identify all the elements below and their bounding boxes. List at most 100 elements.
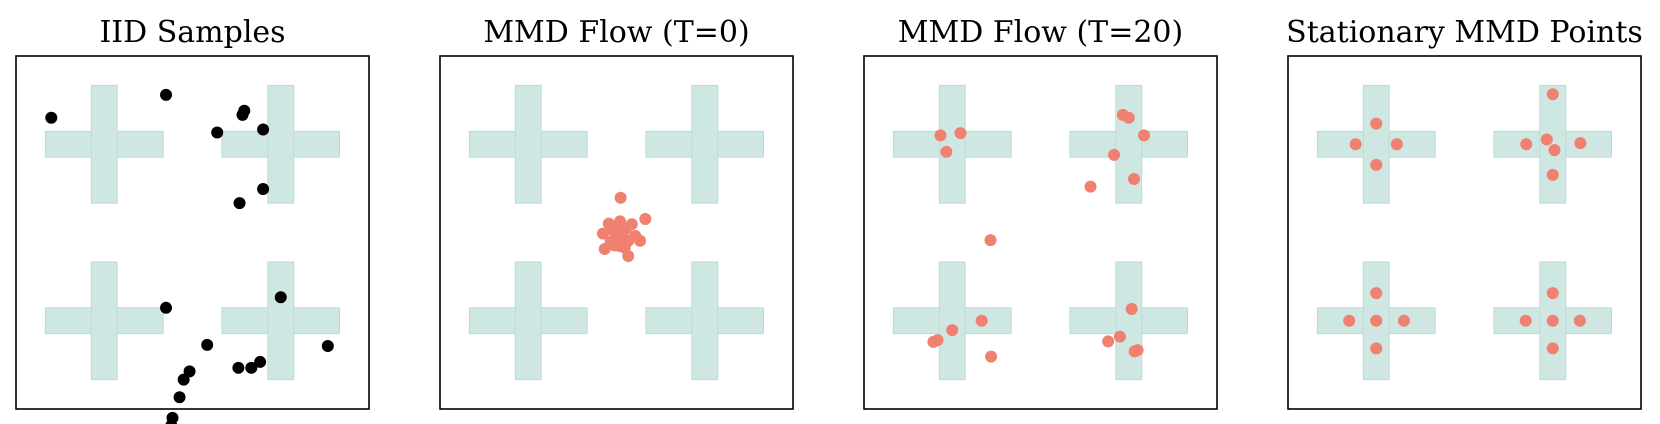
scatter-point	[1370, 342, 1383, 355]
cross-center	[1364, 132, 1389, 157]
scatter-point	[274, 291, 287, 304]
scatter-point	[245, 361, 258, 374]
scatter-point	[45, 111, 58, 124]
scatter-point	[1390, 138, 1403, 151]
scatter-point	[985, 350, 998, 363]
cross-shape	[1069, 84, 1189, 204]
scatter-point	[598, 242, 611, 255]
scatter-point	[1108, 148, 1121, 161]
scatter-point	[1370, 287, 1383, 300]
scatter-point	[257, 182, 270, 195]
scatter-point	[1349, 138, 1362, 151]
cross-shape	[645, 261, 765, 381]
panel-title: IID Samples	[99, 15, 285, 50]
cross-center	[516, 308, 541, 333]
scatter-point	[1113, 330, 1126, 343]
cross-center	[268, 308, 293, 333]
panel-4: Stationary MMD Points	[1286, 15, 1643, 410]
scatter-point	[1128, 172, 1141, 185]
scatter-point	[1343, 314, 1356, 327]
scatter-point	[1519, 314, 1532, 327]
cross-center	[1116, 132, 1141, 157]
cross-shape	[645, 84, 765, 204]
scatter-point	[1084, 180, 1097, 193]
cross-center	[940, 308, 965, 333]
scatter-point	[160, 301, 173, 314]
panel-title: Stationary MMD Points	[1286, 15, 1643, 50]
panel-frame	[15, 55, 370, 410]
scatter-point	[165, 419, 178, 424]
cross-center	[92, 308, 117, 333]
scatter-point	[975, 314, 988, 327]
scatter-point	[1548, 144, 1561, 157]
scatter-point	[257, 123, 270, 136]
panel-title: MMD Flow (T=20)	[898, 15, 1183, 50]
scatter-point	[1546, 287, 1559, 300]
scatter-point	[1125, 302, 1138, 315]
scatter-point	[614, 191, 627, 204]
scatter-point	[1370, 117, 1383, 130]
scatter-point	[940, 145, 953, 158]
cross-center	[1116, 308, 1141, 333]
panel-2: MMD Flow (T=0)	[439, 15, 794, 410]
scatter-point	[596, 227, 609, 240]
scatter-point	[201, 338, 214, 351]
scatter-point	[160, 88, 173, 101]
cross-shape	[468, 84, 588, 204]
panels-group: IID Samples MMD Flow (T=0) MMD Flow (T=20)…	[15, 15, 1643, 424]
cross-center	[692, 308, 717, 333]
panel-frame	[863, 55, 1218, 410]
scatter-point	[984, 234, 997, 247]
cross-shape	[1493, 84, 1613, 204]
cross-center	[268, 132, 293, 157]
scatter-point	[1546, 314, 1559, 327]
scatter-point	[254, 355, 267, 368]
scatter-point	[1128, 345, 1141, 358]
scatter-point	[622, 250, 635, 263]
scatter-point	[1122, 111, 1135, 124]
scatter-point	[173, 391, 186, 404]
cross-shape	[1316, 84, 1436, 204]
scatter-point	[1370, 158, 1383, 171]
scatter-point	[1546, 168, 1559, 181]
panel-1: IID Samples	[15, 15, 370, 424]
scatter-point	[321, 340, 334, 353]
scatter-point	[1546, 88, 1559, 101]
scatter-point	[927, 335, 940, 348]
cross-shape	[1069, 261, 1189, 381]
scatter-point	[1370, 314, 1383, 327]
scatter-point	[1520, 138, 1533, 151]
cross-shape	[892, 84, 1012, 204]
scatter-point	[1397, 314, 1410, 327]
cross-shape	[44, 261, 164, 381]
scatter-point	[1546, 342, 1559, 355]
scatter-point	[614, 240, 627, 253]
cross-center	[516, 132, 541, 157]
cross-shape	[221, 84, 341, 204]
cross-shape	[468, 261, 588, 381]
panel-frame	[439, 55, 794, 410]
cross-shape	[44, 84, 164, 204]
scatter-point	[1138, 129, 1151, 142]
cross-shape	[221, 261, 341, 381]
scatter-point	[1574, 137, 1587, 150]
scatter-point	[1102, 335, 1115, 348]
scatter-point	[238, 104, 251, 117]
scatter-point	[177, 373, 190, 386]
scatter-point	[1573, 314, 1586, 327]
cross-center	[92, 132, 117, 157]
scatter-point	[954, 127, 967, 140]
scatter-point	[211, 126, 224, 139]
scatter-point	[232, 361, 245, 374]
scatter-point	[946, 324, 959, 337]
scatter-point	[639, 212, 652, 225]
scatter-point	[233, 197, 246, 210]
scatter-point	[934, 129, 947, 142]
panel-frame	[1287, 55, 1642, 410]
cross-center	[692, 132, 717, 157]
scatter-point	[1540, 133, 1553, 146]
panel-3: MMD Flow (T=20)	[863, 15, 1218, 410]
scatter-point	[634, 234, 647, 247]
panel-title: MMD Flow (T=0)	[483, 15, 749, 50]
